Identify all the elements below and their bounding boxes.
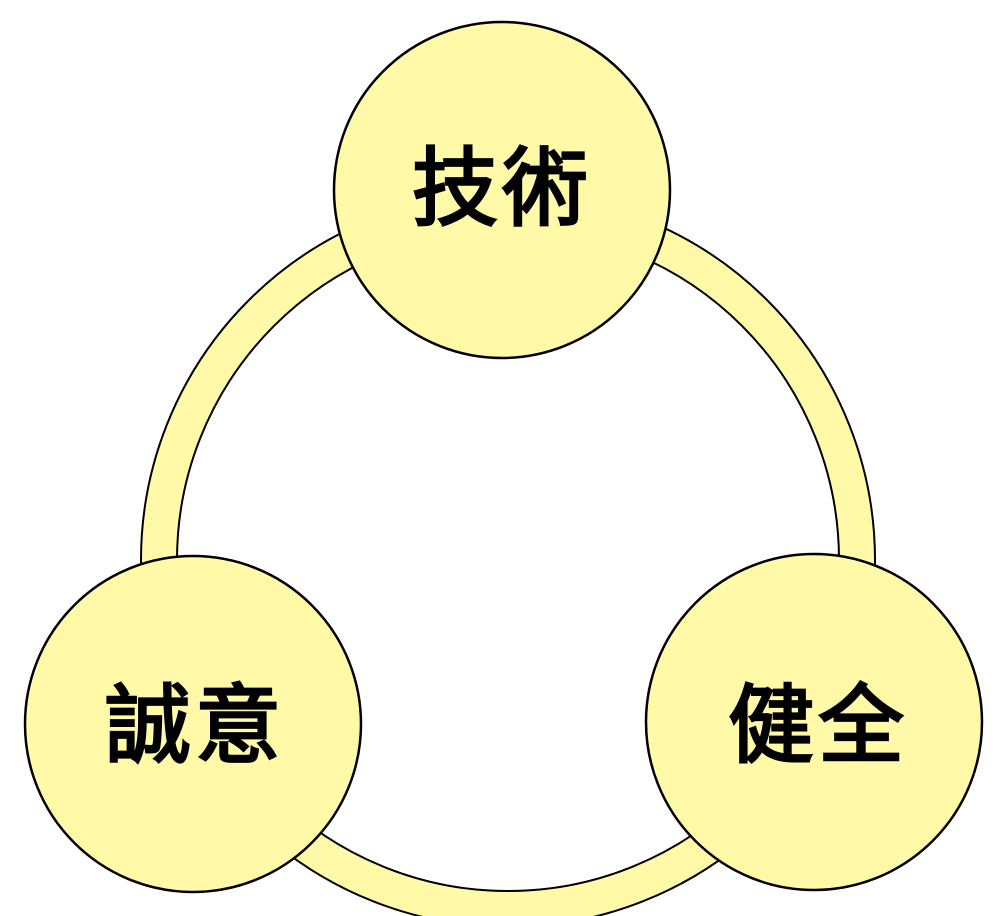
node-bottom-right-circle <box>644 552 984 892</box>
node-top-circle <box>332 20 672 360</box>
node-bottom-left-circle <box>23 554 363 894</box>
node-bottom-right: 健全 <box>644 552 984 892</box>
node-top-label: 技術 <box>412 139 592 239</box>
node-top: 技術 <box>332 20 672 360</box>
node-bottom-left: 誠意 <box>23 554 363 894</box>
node-bottom-right-label: 健全 <box>728 676 908 776</box>
node-bottom-left-label: 誠意 <box>105 676 285 776</box>
